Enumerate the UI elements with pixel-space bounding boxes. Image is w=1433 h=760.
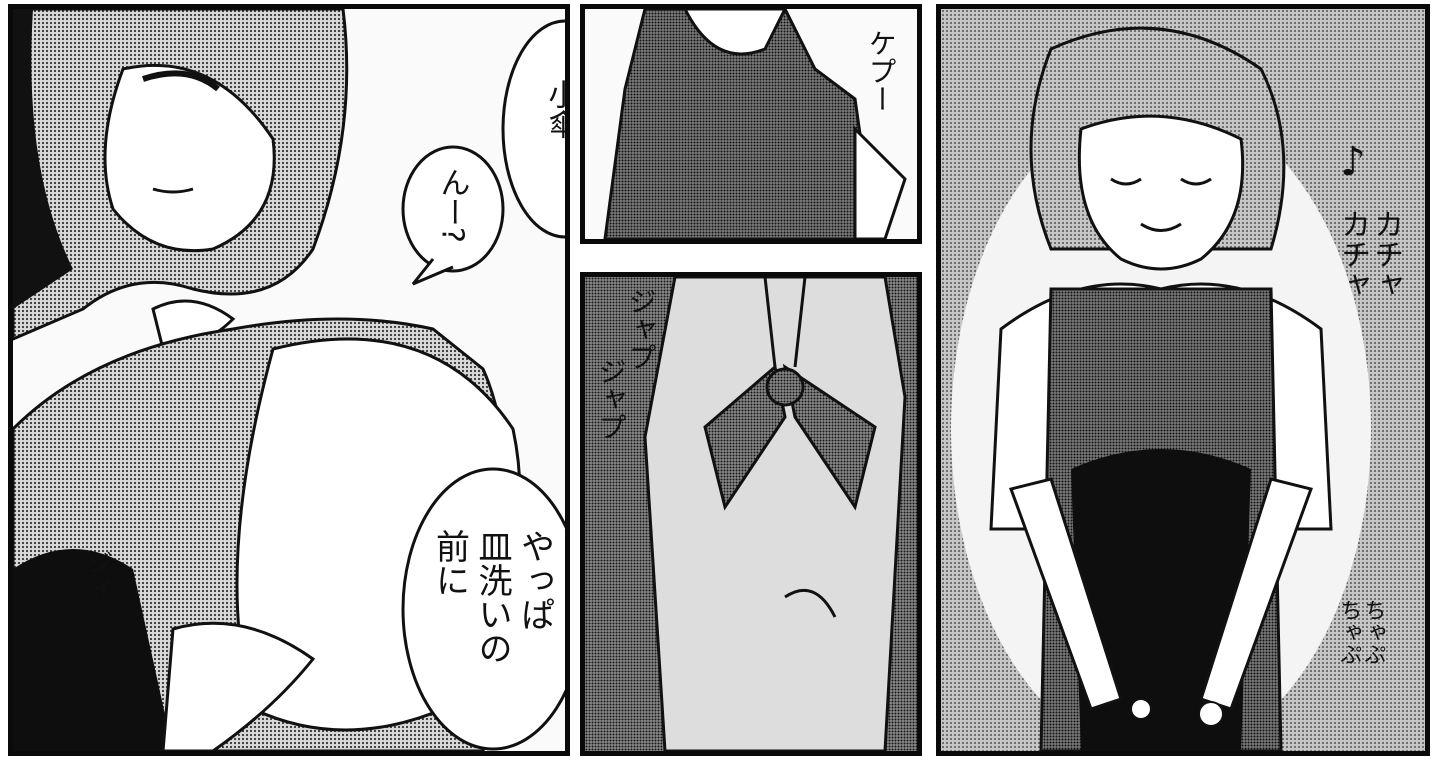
speech-text-top: なぁ 小傘	[542, 79, 570, 139]
sfx-splash-1: ジャプ	[624, 287, 658, 371]
sfx-stare: ジィ	[82, 549, 113, 601]
speech-bubble-mid	[401, 145, 505, 286]
sfx-splash-2: ジャプ	[594, 357, 628, 441]
speech-text-bottom: やっぱ 皿洗いの 前に	[429, 529, 555, 665]
sfx-clatter: カチャ カチャ	[1335, 209, 1403, 299]
panel-4-art	[941, 9, 1425, 751]
sfx-hum-note: ♪	[1330, 139, 1376, 185]
speech-bubble-bottom	[401, 467, 565, 751]
panel-3: ジャプ ジャプ	[580, 272, 922, 756]
panel-2: ケプー	[580, 4, 922, 244]
sfx-splash-water: ちゃぷ ちゃぷ	[1336, 599, 1386, 665]
panel-1: なぁ 小傘 んー? やっぱ 皿洗いの 前に ジィ	[8, 4, 570, 756]
speech-bubble-top	[501, 19, 565, 239]
sfx-burp: ケプー	[864, 29, 898, 113]
panel-2-art	[603, 9, 907, 239]
panel-3-art	[585, 277, 917, 751]
panel-4: ♪ カチャ カチャ ちゃぷ ちゃぷ	[936, 4, 1430, 756]
speech-text-mid: んー?	[434, 167, 470, 243]
